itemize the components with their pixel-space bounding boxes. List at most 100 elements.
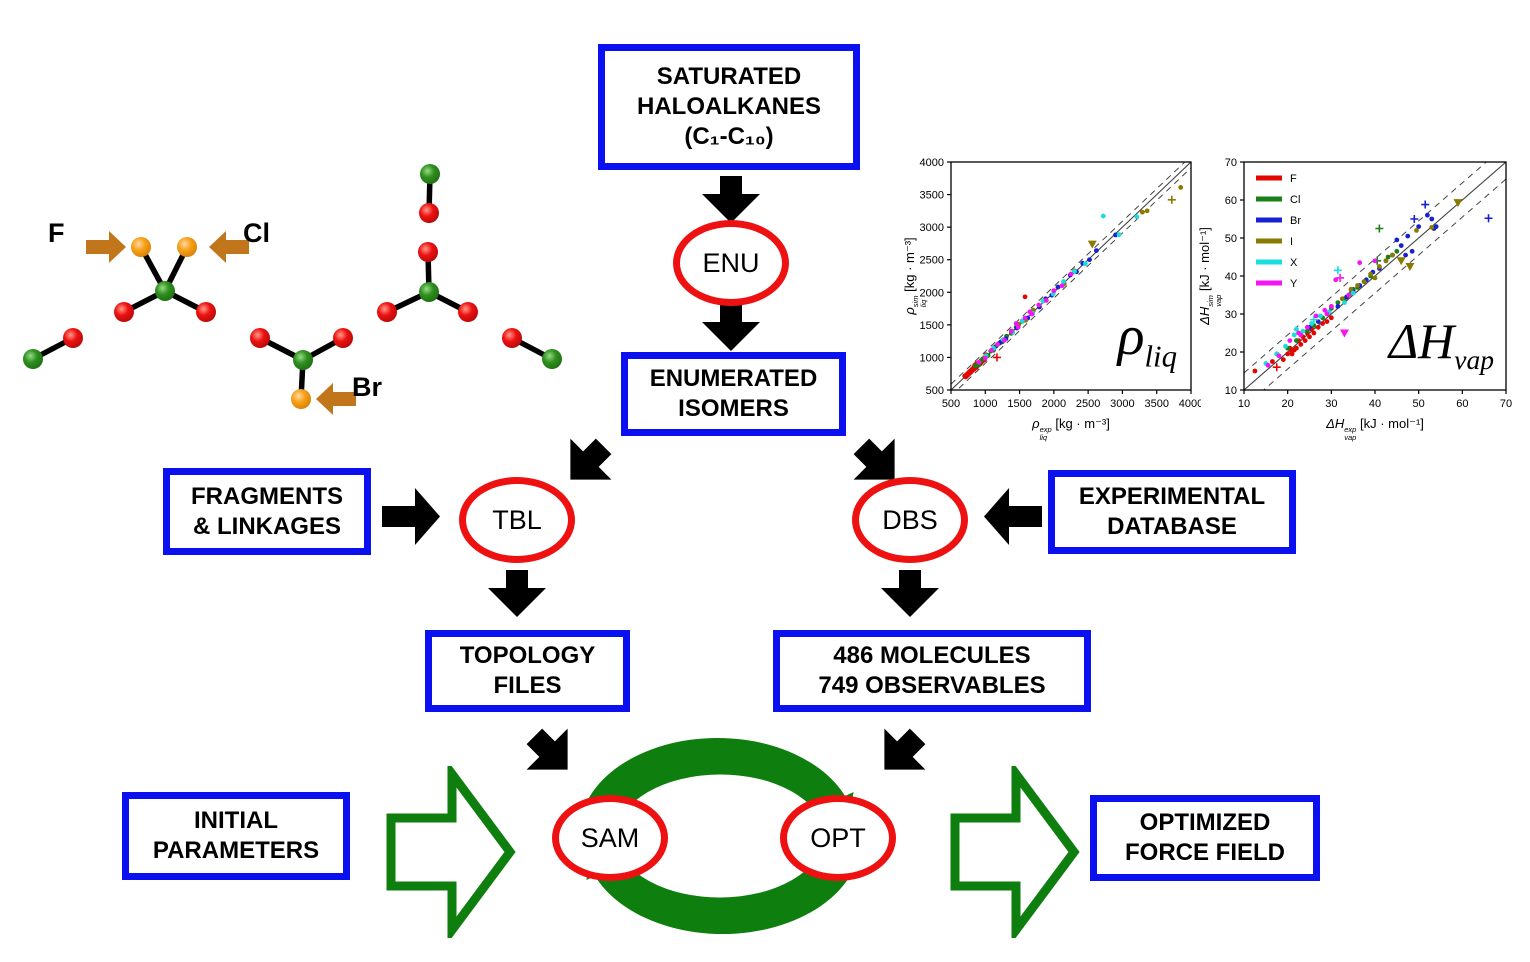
data-point-I xyxy=(1348,286,1354,292)
tick-label: 1000 xyxy=(973,398,997,410)
data-point-X xyxy=(1309,315,1318,324)
tick-label: 2500 xyxy=(1076,398,1100,410)
data-point-F xyxy=(1328,315,1334,321)
tick-label: 3500 xyxy=(920,190,944,202)
fluorine-arrow-icon xyxy=(86,231,126,263)
data-point-X xyxy=(1309,321,1315,326)
tick-label: 500 xyxy=(942,398,960,410)
arrow-fragments-to-tbl-icon xyxy=(382,488,440,545)
data-point-Br xyxy=(1416,224,1422,229)
data-point-F xyxy=(1302,338,1308,343)
data-point-X xyxy=(1294,326,1299,332)
data-point-Br xyxy=(1093,248,1099,253)
data-point-Y xyxy=(1313,313,1319,319)
atom-g xyxy=(293,350,313,370)
data-point-X xyxy=(1342,300,1347,305)
data-point-F xyxy=(1269,359,1275,364)
data-point-X xyxy=(1072,269,1077,274)
legend-label-I: I xyxy=(1290,236,1293,248)
data-point-F xyxy=(1280,357,1286,362)
plot-title: ρliq xyxy=(1117,304,1177,373)
tick-label: 3000 xyxy=(1110,398,1134,410)
data-point-Y xyxy=(1043,298,1049,303)
data-point-Y xyxy=(1068,271,1074,277)
data-point-X xyxy=(1134,214,1140,220)
data-point-Y xyxy=(989,347,994,353)
tick-label: 20 xyxy=(1282,398,1294,410)
atom-g xyxy=(542,349,562,369)
tick-label: 30 xyxy=(1325,398,1337,410)
data-point-Y xyxy=(1304,324,1310,330)
node-dbs: DBS xyxy=(852,477,968,563)
data-point-I xyxy=(1383,258,1389,264)
data-point-I xyxy=(1376,264,1382,269)
data-point-X xyxy=(1083,261,1088,267)
data-point-F xyxy=(1320,321,1325,326)
data-point-F xyxy=(1298,342,1304,347)
legend-label-Cl: Cl xyxy=(1290,194,1300,206)
arrow-enumerated-to-tbl-icon xyxy=(570,438,612,480)
arrow-initial-to-sam-icon xyxy=(386,766,516,938)
label-chlorine: Cl xyxy=(243,218,270,248)
tick-label: 4000 xyxy=(1179,398,1201,410)
data-point-F xyxy=(1311,330,1317,336)
box-fragments-linkages: FRAGMENTS & LINKAGES xyxy=(163,468,371,555)
tick-label: 3000 xyxy=(920,222,944,234)
atom-g xyxy=(419,282,439,302)
box-optimized-force-field: OPTIMIZED FORCE FIELD xyxy=(1090,795,1320,881)
data-point-Y xyxy=(1276,353,1282,359)
tick-label: 4000 xyxy=(920,157,944,169)
data-point-I xyxy=(1178,185,1184,190)
data-point-F xyxy=(992,353,1001,362)
node-enu: ENU xyxy=(673,220,789,306)
data-point-Cl xyxy=(1385,254,1391,260)
data-point-Br xyxy=(1433,224,1439,229)
plot-frame xyxy=(950,161,1192,391)
data-point-F xyxy=(1287,348,1297,357)
data-point-F xyxy=(1307,334,1312,340)
data-point-Br xyxy=(1087,257,1092,263)
tick-label: 2000 xyxy=(1042,398,1066,410)
data-point-I xyxy=(1167,195,1176,204)
arrow-topology-to-sam-icon xyxy=(526,728,568,770)
box-initial-parameters: INITIAL PARAMETERS xyxy=(122,792,350,880)
data-point-Y xyxy=(1036,302,1042,308)
tick-label: 2500 xyxy=(920,255,944,267)
data-point-Y xyxy=(982,355,988,361)
data-point-I xyxy=(1361,279,1367,285)
atom-r xyxy=(333,328,353,348)
atom-r xyxy=(63,328,83,348)
data-point-Cl xyxy=(1394,248,1400,254)
tick-label: 10 xyxy=(1225,385,1237,397)
data-point-I xyxy=(1390,252,1395,258)
tick-label: 40 xyxy=(1369,398,1381,410)
tick-label: 60 xyxy=(1456,398,1468,410)
node-sam: SAM xyxy=(552,795,668,881)
data-point-X xyxy=(1100,213,1106,219)
data-point-Y xyxy=(1298,332,1304,338)
data-point-Cl xyxy=(1375,224,1384,233)
data-point-I xyxy=(1355,283,1360,288)
data-point-X xyxy=(1116,232,1122,238)
data-point-Y xyxy=(976,359,982,365)
data-point-Y xyxy=(1346,292,1352,298)
molecule-illustration xyxy=(23,164,562,409)
data-point-F xyxy=(1285,351,1291,357)
tick-label: 70 xyxy=(1500,398,1512,410)
tick-label: 60 xyxy=(1225,195,1237,207)
tick-label: 1500 xyxy=(920,320,944,332)
atom-o xyxy=(291,389,311,409)
atom-o xyxy=(131,237,151,257)
tick-label: 1000 xyxy=(920,352,944,364)
bromine-arrow-icon xyxy=(316,383,356,415)
chlorine-arrow-icon xyxy=(209,231,249,263)
atom-r xyxy=(114,302,134,322)
data-point-X xyxy=(1061,279,1066,284)
